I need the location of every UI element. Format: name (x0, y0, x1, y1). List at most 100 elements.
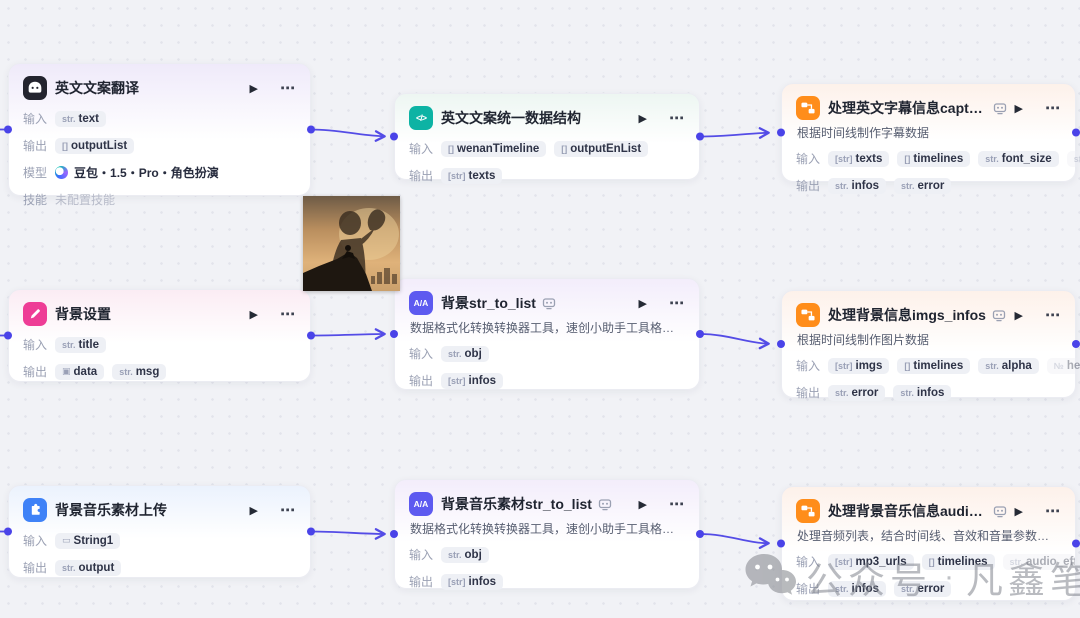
node-card-music-upload[interactable]: 背景音乐素材上传 ▶ ⋯ 输入 ▭String1 输出 str.output (8, 485, 311, 578)
node-title: 背景str_to_list (441, 295, 536, 311)
param-name: timelines (937, 555, 988, 568)
model-value: 豆包・1.5・Pro・角色扮演 (55, 164, 219, 181)
param-chip: []outputList (55, 137, 135, 154)
node-card-caption-infos[interactable]: 处理英文字幕信息caption_in… ▶ ⋯ 根据时间线制作字幕数据 输入 [… (781, 83, 1080, 194)
param-chip: №heigh (1046, 357, 1080, 374)
string-type-icon: str. (62, 339, 76, 350)
node-title: 处理英文字幕信息caption_in… (828, 100, 987, 116)
array-string-type-icon: [str] (448, 576, 466, 587)
string-type-icon: str. (1009, 556, 1024, 567)
run-node-button[interactable]: ▶ (638, 112, 647, 125)
row-label-skill: 技能 (23, 193, 48, 207)
node-card-imgs-infos[interactable]: 处理背景信息imgs_infos ▶ ⋯ 根据时间线制作图片数据 输入 [str… (781, 290, 1080, 401)
row-label-input: 输入 (409, 548, 434, 562)
param-chip: str.error (894, 177, 952, 194)
array-string-type-icon: [str] (448, 375, 466, 386)
node-menu-button[interactable]: ⋯ (280, 502, 296, 519)
string-type-icon: str. (62, 113, 76, 124)
rock-silhouette (303, 252, 372, 291)
doubao-model-icon (55, 166, 69, 179)
workflow-icon (796, 96, 820, 120)
row-label-output: 输出 (409, 169, 434, 183)
node-card-en-translate[interactable]: 英文文案翻译 ▶ ⋯ 输入 str.text 输出 []outputList 模… (8, 63, 311, 207)
node-menu-button[interactable]: ⋯ (1045, 307, 1061, 324)
param-name: infos (468, 575, 496, 588)
node-card-en-unify[interactable]: </> 英文文案统一数据结构 ▶ ⋯ 输入 []wenanTimeline []… (394, 93, 700, 184)
tool-badge-icon (992, 309, 1006, 322)
run-node-button[interactable]: ▶ (638, 297, 647, 310)
run-node-button[interactable]: ▶ (249, 82, 258, 95)
node-title: 背景音乐素材str_to_list (441, 496, 592, 512)
param-name: msg (135, 365, 160, 378)
number-type-icon: № (1053, 360, 1064, 371)
node-menu-button[interactable]: ⋯ (669, 110, 685, 127)
param-chip: []outputEnList (554, 140, 649, 157)
skill-value: 未配置技能 (55, 193, 116, 207)
param-chip: [str]texts (828, 150, 890, 167)
string-type-icon: str. (448, 549, 462, 560)
node-card-music-str-to-list[interactable]: A/A 背景音乐素材str_to_list ▶ ⋯ 数据格式化转换转换器工具，速… (394, 479, 700, 590)
param-name: obj (464, 347, 482, 360)
run-node-button[interactable]: ▶ (1014, 309, 1023, 322)
param-chip: str.alpha (978, 357, 1039, 374)
param-name: wenanTimeline (457, 142, 540, 155)
param-name: error (851, 386, 879, 399)
node-card-bg-settings[interactable]: 背景设置 ▶ ⋯ 输入 str.title 输出 ▣data str.msg (8, 289, 311, 382)
node-card-audio-infos[interactable]: 处理背景音乐信息audio_infos ▶ ⋯ 处理音频列表，结合时间线、音效和… (781, 486, 1076, 601)
param-chip: ▣data (55, 363, 105, 380)
text-convert-icon: A/A (409, 492, 433, 516)
run-node-button[interactable]: ▶ (249, 308, 258, 321)
node-description: 数据格式化转换转换器工具，速创小助手工具格式生成器 (410, 522, 685, 536)
run-node-button[interactable]: ▶ (1014, 505, 1023, 518)
workflow-icon (796, 499, 820, 523)
node-menu-button[interactable]: ⋯ (669, 295, 685, 312)
param-name: mp3_urls (855, 555, 907, 568)
param-chip: str.msg (112, 363, 167, 380)
param-name: obj (464, 548, 482, 561)
row-label-output: 输出 (796, 179, 821, 193)
file-type-icon: ▭ (62, 535, 71, 545)
node-menu-button[interactable]: ⋯ (280, 306, 296, 323)
tool-badge-icon (993, 102, 1007, 115)
row-label-input: 输入 (23, 338, 48, 352)
param-name: imgs (855, 359, 883, 372)
node-description: 根据时间线制作字幕数据 (797, 126, 930, 140)
connection-line (310, 128, 386, 142)
string-type-icon: str. (119, 366, 133, 377)
city-skyline (371, 268, 397, 284)
param-chip: []wenanTimeline (441, 140, 547, 157)
param-chip: [str]imgs (828, 357, 890, 374)
string-type-icon: str. (835, 583, 849, 594)
image-thumbnail[interactable] (303, 196, 400, 291)
node-menu-button[interactable]: ⋯ (1045, 100, 1061, 117)
string-type-icon: str. (985, 153, 999, 164)
param-chip: []timelines (921, 553, 995, 570)
param-chip: [str]texts (441, 167, 503, 184)
param-name: outputEnList (570, 142, 642, 155)
param-name: audio_effe (1026, 555, 1074, 568)
param-chip: []timelines (897, 150, 971, 167)
param-name: timelines (913, 152, 964, 165)
node-title: 背景音乐素材上传 (55, 502, 167, 518)
string-type-icon: str. (985, 360, 999, 371)
string-type-icon: str. (62, 562, 76, 573)
param-chip: str.obj (441, 546, 489, 563)
image-type-icon: ▣ (62, 366, 71, 376)
node-card-bg-str-to-list[interactable]: A/A 背景str_to_list ▶ ⋯ 数据格式化转换转换器工具，速创小助手… (394, 278, 700, 390)
param-chip: str.font_size (978, 150, 1059, 167)
node-menu-button[interactable]: ⋯ (280, 80, 296, 97)
node-menu-button[interactable]: ⋯ (669, 496, 685, 513)
code-icon: </> (409, 106, 433, 130)
plugin-puzzle-icon (23, 498, 47, 522)
row-label-output: 输出 (796, 582, 821, 596)
run-node-button[interactable]: ▶ (249, 504, 258, 517)
edit-pencil-icon (23, 302, 47, 326)
row-label-model: 模型 (23, 166, 48, 180)
param-name: outputList (71, 139, 128, 152)
param-chip: str.output (55, 559, 122, 576)
row-label-output: 输出 (409, 374, 434, 388)
node-menu-button[interactable]: ⋯ (1045, 503, 1061, 520)
run-node-button[interactable]: ▶ (1014, 102, 1023, 115)
run-node-button[interactable]: ▶ (638, 498, 647, 511)
